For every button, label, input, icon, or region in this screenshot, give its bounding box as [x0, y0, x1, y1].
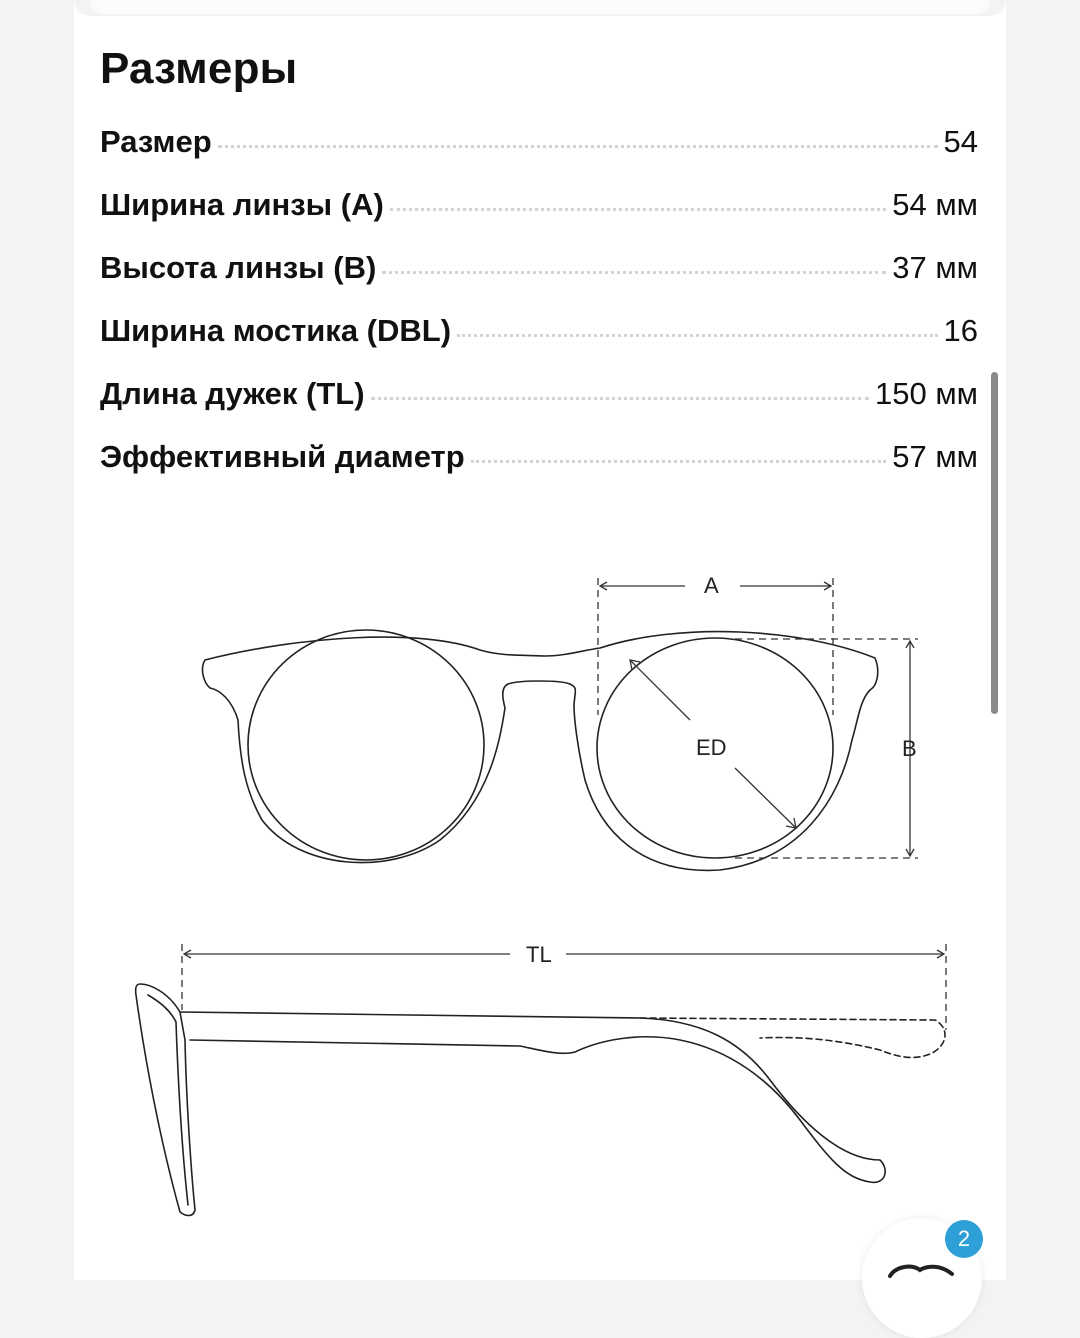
spec-value: 16	[943, 313, 978, 348]
spec-value: 150 мм	[875, 376, 978, 411]
dim-a-arrow-right	[823, 581, 833, 591]
spec-row-lens-width: Ширина линзы (A) 54 мм	[100, 187, 978, 250]
dim-tl-arrow-left	[182, 949, 192, 959]
right-lens	[596, 637, 834, 859]
side-front-rim-inner	[147, 994, 189, 1206]
dim-b-arrow-top	[905, 639, 915, 649]
dotted-leader	[389, 208, 887, 211]
dotted-leader	[370, 397, 870, 400]
previous-card-bottom	[90, 0, 990, 14]
dotted-leader	[457, 334, 938, 337]
spec-row-bridge-width: Ширина мостика (DBL) 16	[100, 313, 978, 376]
section-title: Размеры	[100, 44, 298, 93]
temple-arm	[179, 1011, 886, 1184]
front-frame-outline	[201, 630, 879, 872]
spec-value: 54	[943, 124, 978, 159]
dim-a-arrow-left	[598, 581, 608, 591]
glasses-diagram	[134, 578, 947, 1217]
dim-ed-arrow-top	[629, 659, 641, 671]
spec-row-temple-length: Длина дужек (TL) 150 мм	[100, 376, 978, 439]
spec-label: Высота линзы (B)	[100, 250, 377, 285]
dim-label-tl: TL	[526, 942, 552, 967]
spec-label: Длина дужек (TL)	[100, 376, 365, 411]
spec-value: 37 мм	[892, 250, 978, 285]
spec-row-effective-diameter: Эффективный диаметр 57 мм	[100, 439, 978, 502]
dim-ed-arrow-bottom	[785, 817, 797, 829]
glasses-icon	[888, 1264, 954, 1278]
spec-label: Эффективный диаметр	[100, 439, 465, 474]
scrollbar[interactable]	[991, 372, 998, 714]
spec-list: Размер 54 Ширина линзы (A) 54 мм Высота …	[100, 124, 978, 502]
dim-label-b: B	[902, 736, 917, 761]
dotted-leader	[382, 271, 887, 274]
notification-badge: 2	[945, 1220, 983, 1258]
side-front-rim	[134, 983, 196, 1217]
spec-row-size: Размер 54	[100, 124, 978, 187]
spec-label: Размер	[100, 124, 212, 159]
dim-label-ed: ED	[696, 735, 727, 760]
spec-label: Ширина линзы (A)	[100, 187, 384, 222]
dotted-leader	[470, 460, 887, 463]
spec-row-lens-height: Высота линзы (B) 37 мм	[100, 250, 978, 313]
dim-ed-line-bottom	[734, 767, 797, 829]
sizes-card	[74, 0, 1006, 1280]
spec-value: 57 мм	[892, 439, 978, 474]
dim-tl-arrow-right	[936, 949, 946, 959]
left-lens	[247, 629, 485, 861]
dim-ed-line-top	[629, 659, 691, 721]
spec-value: 54 мм	[892, 187, 978, 222]
dim-label-a: A	[704, 573, 719, 598]
spec-label: Ширина мостика (DBL)	[100, 313, 452, 348]
temple-tip-dashed	[639, 1017, 946, 1059]
dotted-leader	[217, 145, 938, 148]
dim-b-arrow-bottom	[905, 848, 915, 858]
